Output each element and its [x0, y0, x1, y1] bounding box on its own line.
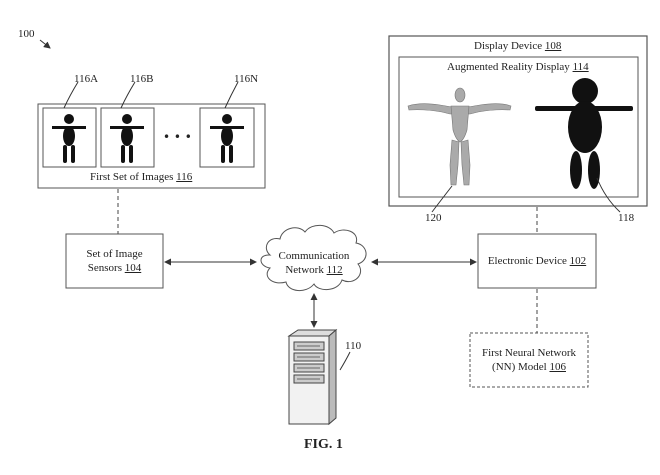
- figure-ref-arrow: [39, 39, 51, 49]
- server-ref: 110: [345, 340, 362, 352]
- electronic-device-box: [477, 233, 597, 289]
- images-title: First Set of Images 116: [90, 171, 192, 184]
- network-line2-text: Network: [285, 264, 324, 276]
- leader-116a: [63, 81, 79, 109]
- nn-model-label: First Neural Network (NN) Model 106: [470, 346, 588, 374]
- image-sensors-line2-text: Sensors: [87, 262, 122, 274]
- image-sensors-line1: Set of Image: [86, 248, 143, 260]
- thumbnail-figure-116n: [210, 114, 244, 163]
- display-device-ref: 108: [544, 40, 562, 52]
- network-line2: Network 112: [268, 263, 360, 277]
- display-device-title: Display Device 108: [474, 40, 561, 53]
- image-sensors-ref: 104: [124, 262, 142, 274]
- network-line1: Communication: [278, 250, 350, 262]
- nn-model-box: [469, 332, 589, 388]
- thumbnail-ellipsis: • • •: [163, 130, 192, 144]
- leader-118: [596, 177, 621, 213]
- simple-3d-model: [535, 78, 633, 189]
- ref-118: 118: [618, 212, 635, 224]
- thumbnail-figure-116a: [52, 114, 86, 163]
- ar-display-ref: 114: [572, 61, 589, 73]
- nn-model-line2-text: (NN) Model: [492, 361, 547, 373]
- ar-display-box: [398, 56, 639, 198]
- realistic-3d-model: [407, 87, 512, 186]
- image-sensors-line2: Sensors 104: [66, 261, 163, 275]
- electronic-device-text: Electronic Device: [487, 255, 567, 267]
- thumbnail-ref-116n: 116N: [234, 73, 259, 85]
- electronic-device-label: Electronic Device 102: [478, 254, 596, 268]
- image-sensors-label: Set of Image Sensors 104: [66, 247, 163, 275]
- ar-display-title: Augmented Reality Display 114: [447, 61, 589, 74]
- network-ref: 112: [326, 264, 343, 276]
- leader-110: [339, 351, 351, 371]
- server-icon: [287, 328, 338, 426]
- network-label: Communication Network 112: [268, 249, 360, 277]
- thumbnail-figure-116b: [110, 114, 144, 163]
- ref-120: 120: [425, 212, 442, 224]
- ar-display-name: Augmented Reality Display: [447, 61, 570, 73]
- nn-model-line1: First Neural Network: [481, 347, 577, 359]
- display-device-name: Display Device: [474, 40, 543, 52]
- electronic-device-ref: 102: [569, 255, 587, 267]
- images-ref: 116: [176, 171, 193, 183]
- leader-116n: [224, 81, 239, 109]
- figure-ref-label: 100: [18, 28, 35, 40]
- network-cloud: [260, 224, 367, 291]
- image-sensors-box: [65, 233, 164, 289]
- thumbnail-ref-116a: 116A: [74, 73, 99, 85]
- nn-model-line2: (NN) Model 106: [470, 360, 588, 374]
- thumbnail-ref-116b: 116B: [130, 73, 154, 85]
- nn-model-ref: 106: [549, 361, 566, 373]
- images-title-text: First Set of Images: [90, 171, 174, 183]
- leader-120: [431, 185, 453, 213]
- figure-caption: FIG. 1: [304, 437, 343, 452]
- leader-116b: [120, 81, 136, 109]
